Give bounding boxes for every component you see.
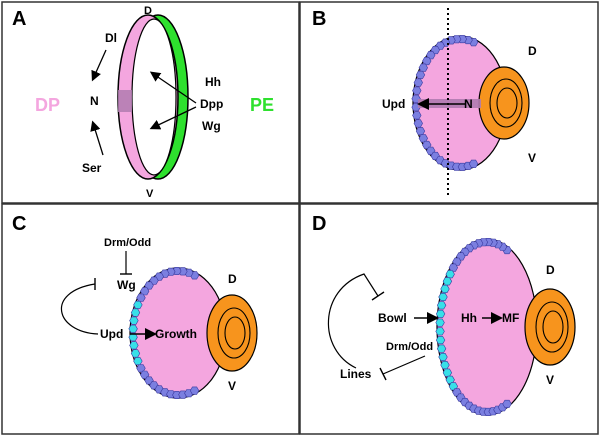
panel-a: D V Dl N Ser DP PE Hh Dpp Wg [35, 5, 274, 200]
cyan-cell [438, 353, 448, 361]
cyan-cell [438, 293, 448, 301]
margin-cells-d [435, 238, 512, 416]
panel-letter-d: D [312, 213, 326, 235]
lines-label: Lines [340, 367, 372, 381]
equator-band [118, 90, 132, 112]
cyan-cell [436, 301, 447, 310]
cyan-cell [435, 309, 446, 318]
dl-arrow [91, 49, 107, 82]
v-label-d: V [546, 373, 554, 387]
upd-label-c: Upd [100, 327, 123, 341]
margin-cell [189, 386, 200, 395]
eye-b-ring1 [489, 78, 523, 128]
panel-letter-a: A [12, 8, 26, 30]
cyan-cell [435, 318, 445, 327]
panel-letter-c: C [12, 213, 26, 235]
margin-cell [415, 127, 426, 136]
cyan-cell [130, 349, 141, 358]
eye-c-ring2 [224, 316, 246, 350]
ser-label: Ser [82, 161, 102, 175]
cyan-cell [435, 327, 445, 336]
drm-odd-label-c: Drm/Odd [104, 237, 151, 249]
n-label-b: N [464, 97, 473, 111]
margin-cell [418, 63, 428, 72]
cyan-cell [129, 341, 139, 350]
margin-cell [136, 293, 146, 302]
margin-cell [452, 257, 462, 266]
disc-lumen [131, 18, 177, 176]
panel-a-v-label: V [146, 188, 154, 200]
cyan-cell [442, 368, 453, 377]
cyan-cell [128, 324, 138, 333]
dl-label: Dl [105, 31, 117, 45]
mf-label: MF [502, 311, 519, 325]
margin-cells-c [128, 267, 200, 399]
margin-cells-b [411, 35, 479, 171]
margin-cell [448, 263, 459, 272]
lines-bowl-inhibit-bar [371, 291, 385, 301]
hh-label-d: Hh [461, 311, 477, 325]
dpp-label: Dpp [200, 97, 223, 111]
upd-label-b: Upd [382, 97, 405, 111]
cyan-cell [436, 344, 447, 353]
d-label-d: D [546, 263, 555, 277]
cyan-cell [440, 284, 450, 293]
drm-odd-lines-line [382, 355, 426, 375]
margin-cell [413, 78, 423, 87]
panel-b: N Upd D V [382, 8, 537, 196]
cyan-cell [445, 270, 455, 279]
v-label-c: V [228, 379, 236, 393]
wg-label-c: Wg [117, 278, 136, 292]
cyan-cell [435, 336, 446, 345]
margin-cell [468, 159, 479, 168]
margin-cell [412, 111, 422, 120]
margin-cell [415, 70, 426, 79]
panel-a-d-label: D [144, 5, 152, 17]
margin-cell [422, 57, 432, 66]
eye-d-ring2 [542, 310, 564, 344]
d-label-b: D [528, 44, 537, 58]
n-label: N [90, 94, 99, 108]
bowl-label: Bowl [378, 311, 407, 325]
pe-signal-arrow-up [149, 71, 197, 104]
margin-cell [172, 391, 182, 399]
upd-wg-loop [61, 283, 99, 335]
pe-signal-arrow-down [149, 106, 197, 130]
drm-odd-label-d: Drm/Odd [386, 341, 433, 353]
margin-cell [140, 287, 150, 296]
margin-cell [413, 119, 423, 128]
d-label-c: D [228, 272, 237, 286]
eye-c-ring1 [217, 307, 251, 359]
eye-d-ring1 [535, 301, 569, 353]
panel-c: Drm/Odd Wg Upd Growth D V [61, 237, 258, 399]
wg-label: Wg [202, 119, 221, 133]
pe-label: PE [250, 95, 274, 115]
cyan-cell [440, 361, 450, 370]
lines-bowl-loop [327, 273, 379, 369]
dp-label: DP [35, 95, 60, 115]
cyan-cell [129, 316, 139, 325]
margin-cell [412, 86, 422, 95]
cyan-cell [133, 300, 143, 309]
hh-label: Hh [205, 75, 221, 89]
cyan-cell [133, 357, 143, 366]
panel-d: Bowl Hh MF Drm/Odd Lines D V [327, 238, 576, 416]
growth-label: Growth [155, 327, 197, 341]
cyan-cell [130, 308, 141, 317]
cyan-cell [442, 277, 453, 286]
eye-b-ring2 [496, 87, 518, 119]
drm-odd-lines-bar [379, 367, 387, 381]
ser-arrow [90, 120, 104, 156]
panel-letter-b: B [312, 8, 326, 30]
margin-cell [502, 399, 512, 408]
v-label-b: V [528, 151, 536, 165]
